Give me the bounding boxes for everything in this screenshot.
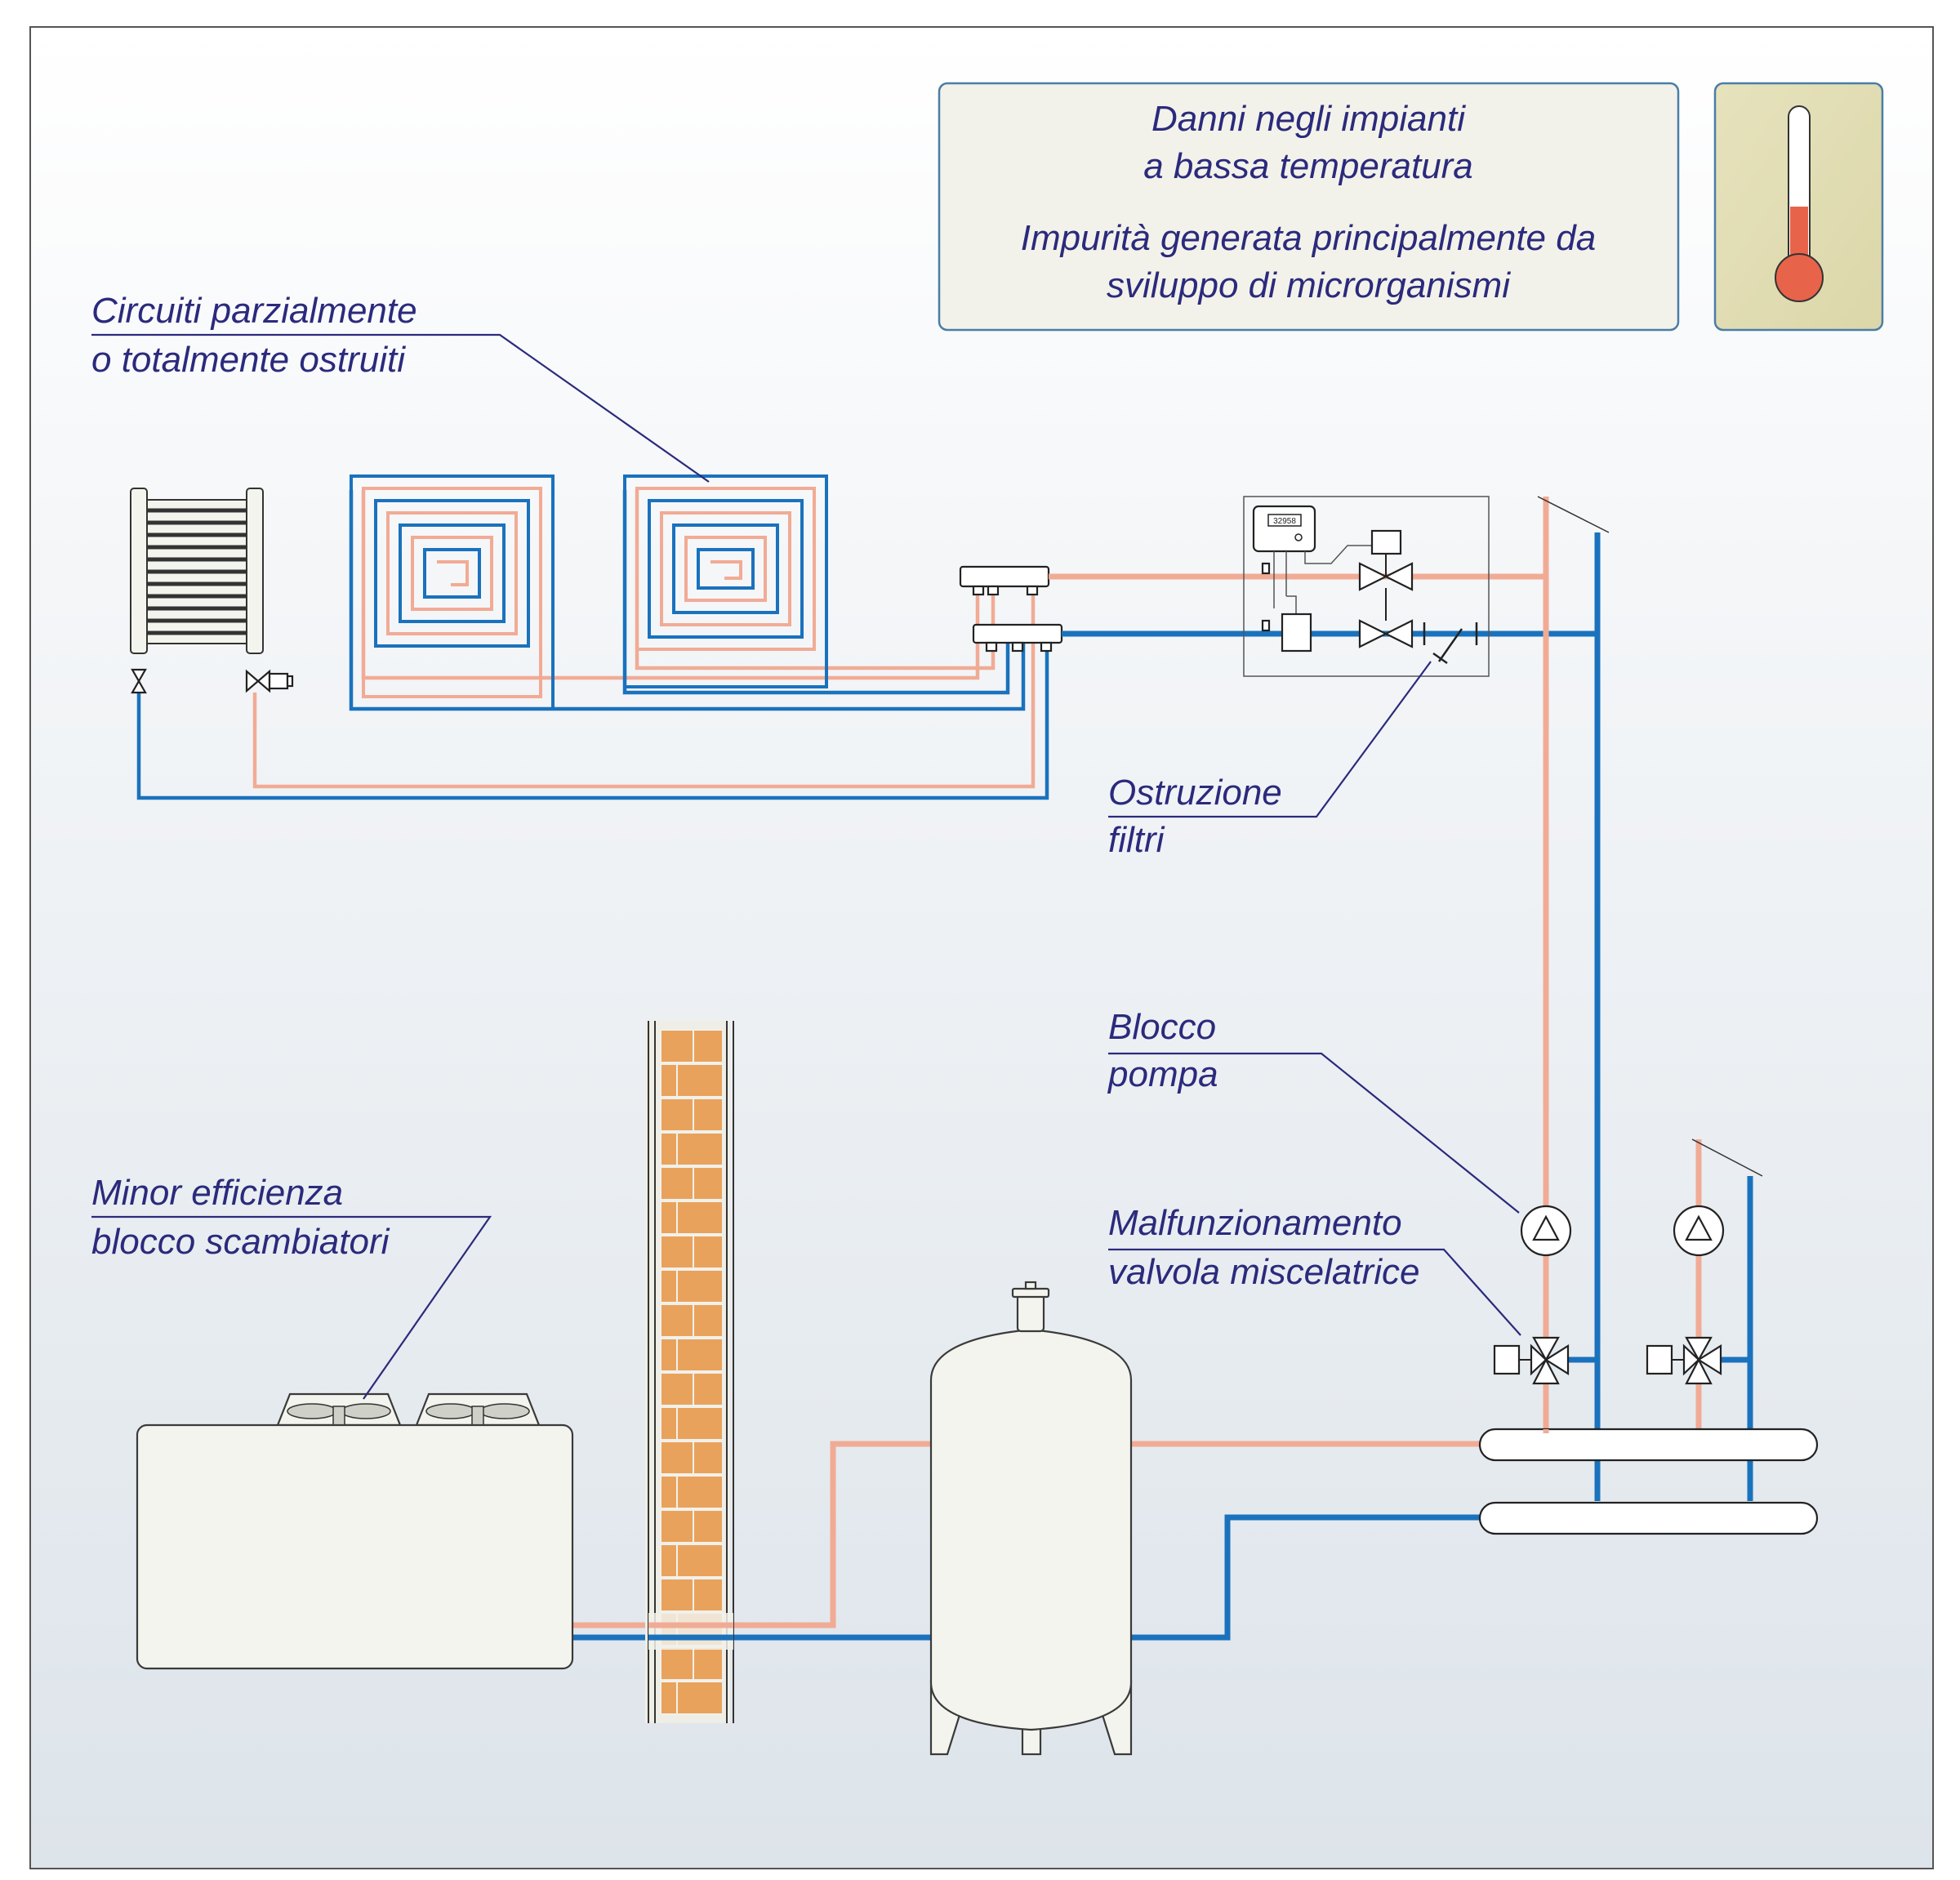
controller-display: 32958 xyxy=(1273,517,1296,526)
thermometer-icon xyxy=(1713,82,1884,332)
label-valve-line1: Malfunzionamento xyxy=(1108,1203,1402,1243)
label-filters: Ostruzione filtri xyxy=(1108,661,1432,860)
floor-heating-coil-icon xyxy=(350,474,555,711)
label-pump-line1: Blocco xyxy=(1108,1007,1216,1047)
mixing-station: 32958 xyxy=(1243,496,1490,677)
info-title-line2: a bassa temperatura xyxy=(1143,146,1473,186)
info-subtitle-line2: sviluppo di microrganismi xyxy=(1107,265,1511,305)
label-pump: Blocco pompa xyxy=(1107,1007,1520,1214)
manifold-icon xyxy=(959,565,1063,653)
mixing-valve-icon xyxy=(1493,1336,1570,1385)
filter-icon xyxy=(1423,622,1478,665)
info-subtitle-line1: Impurità generata principalmente da xyxy=(1021,218,1596,258)
label-filters-line1: Ostruzione xyxy=(1108,773,1282,813)
label-exchangers-line1: Minor efficienza xyxy=(91,1173,343,1213)
label-exchangers-line2: blocco scambiatori xyxy=(91,1222,390,1262)
label-filters-line2: filtri xyxy=(1108,820,1165,860)
label-valve: Malfunzionamento valvola miscelatrice xyxy=(1108,1203,1521,1336)
info-box: Danni negli impianti a bassa temperatura… xyxy=(938,82,1680,332)
label-valve-line2: valvola miscelatrice xyxy=(1108,1252,1419,1292)
label-circuits-line2: o totalmente ostruiti xyxy=(91,340,406,380)
header-collectors xyxy=(1478,1428,1819,1535)
info-title-line1: Danni negli impianti xyxy=(1152,99,1466,139)
label-circuits: Circuiti parzialmente o totalmente ostru… xyxy=(91,291,710,483)
floor-heating-coil-icon xyxy=(623,474,828,688)
label-exchangers: Minor efficienza blocco scambiatori xyxy=(91,1173,492,1400)
brick-wall-icon xyxy=(645,1021,734,1723)
label-circuits-line1: Circuiti parzialmente xyxy=(91,291,417,331)
pump-icon xyxy=(1520,1205,1572,1257)
label-pump-line2: pompa xyxy=(1107,1054,1218,1094)
distribution-pipes xyxy=(1049,573,1597,637)
radiator-icon xyxy=(130,488,294,694)
fan-icon xyxy=(287,1403,391,1426)
mixing-valve-icon xyxy=(1646,1336,1722,1385)
heat-pump-unit-icon xyxy=(136,1392,574,1670)
pump-icon xyxy=(1673,1205,1725,1257)
buffer-tank-icon xyxy=(929,1281,1133,1756)
fan-icon xyxy=(425,1403,530,1426)
